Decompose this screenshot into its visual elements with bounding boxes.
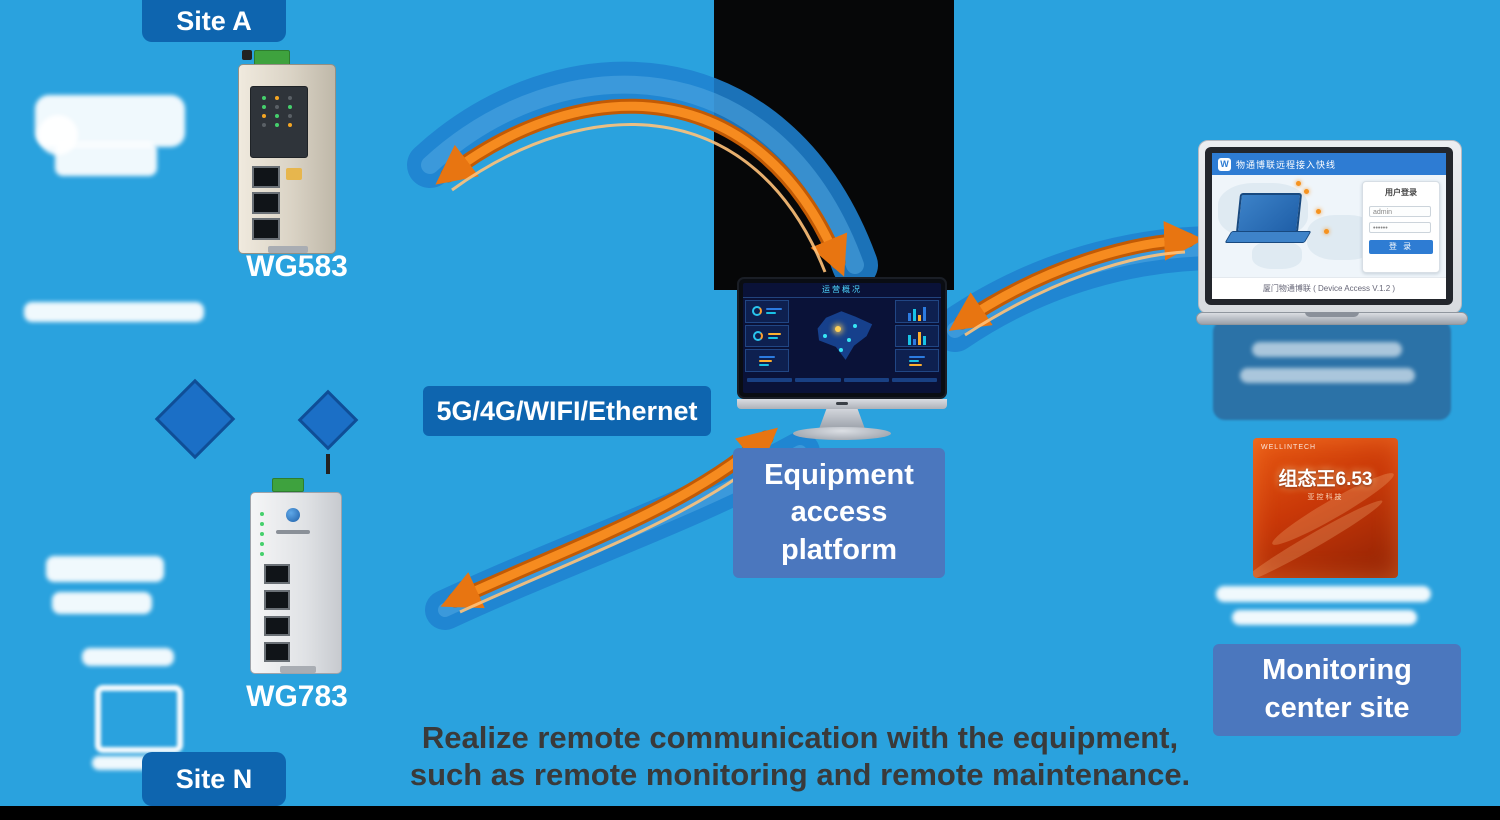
network-node-dot — [1316, 209, 1321, 214]
caption-line-1: Realize remote communication with the eq… — [421, 720, 1179, 755]
dark-screen-column — [714, 0, 954, 290]
ethernet-port — [264, 564, 290, 584]
antenna-connector — [242, 50, 252, 60]
kingview-title: 组态王6.53 — [1278, 469, 1373, 490]
laptop-screen: W 物通博联远程接入快线 用户登录 admin •••••• 登 录 — [1212, 153, 1446, 299]
wg783-gateway-device — [246, 454, 346, 682]
platform-label: Equipment access platform — [733, 448, 945, 578]
device-outline-icon — [95, 685, 183, 753]
status-led — [260, 512, 264, 516]
brand-logo-dot — [286, 508, 300, 522]
table-widget — [895, 349, 939, 373]
antenna — [326, 454, 330, 474]
kingview-brand: WELLINTECH — [1261, 444, 1317, 451]
dashboard-screen: 运营概况 — [743, 283, 941, 393]
bar-chart-widget — [895, 300, 939, 323]
blurred-caption-text — [1240, 368, 1415, 383]
dashboard-body — [743, 298, 941, 374]
dashboard-right-column — [895, 300, 939, 373]
status-led — [260, 542, 264, 546]
network-label: 5G/4G/WIFI/Ethernet — [423, 386, 711, 436]
username-field: admin — [1369, 206, 1431, 217]
laptop-notch — [1305, 312, 1359, 317]
network-node-dot — [1304, 189, 1309, 194]
monitor-stand — [819, 409, 865, 429]
led-grid — [251, 87, 307, 136]
status-led — [260, 532, 264, 536]
bar-chart-widget — [895, 324, 939, 348]
caption-line-2: such as remote monitoring and remote mai… — [409, 757, 1191, 792]
machine-cloud-graphic — [38, 115, 78, 155]
ethernet-port — [264, 590, 290, 610]
kingview-software-box: WELLINTECH 组态王6.53 亚控科技 — [1253, 438, 1398, 578]
brand-text-bar — [276, 530, 310, 534]
dashboard-title: 运营概况 — [822, 285, 862, 294]
china-map-widget — [791, 300, 893, 372]
ethernet-port — [264, 642, 290, 662]
gauge-widget — [745, 324, 789, 348]
site-a-label: Site A — [142, 0, 286, 42]
wg583-label: WG583 — [246, 250, 348, 283]
data-flow-arrow-right — [948, 221, 1204, 337]
monitoring-laptop: W 物通博联远程接入快线 用户登录 admin •••••• 登 录 — [1196, 140, 1468, 336]
bar-widget — [745, 349, 789, 373]
webapp-body: 用户登录 admin •••••• 登 录 — [1212, 175, 1446, 277]
blurred-device-text — [52, 592, 152, 614]
webapp-title: 物通博联远程接入快线 — [1236, 159, 1337, 170]
ethernet-port — [252, 218, 280, 240]
kingview-subtitle: 亚控科技 — [1307, 494, 1344, 501]
password-field: •••••• — [1369, 222, 1431, 233]
webapp-header: W 物通博联远程接入快线 — [1212, 153, 1446, 175]
ellipsis-diamonds — [154, 378, 359, 460]
blue-ribbon-right — [933, 226, 1240, 352]
china-map-shape — [817, 311, 873, 360]
laptop-illustration — [1235, 193, 1303, 233]
world-map-graphic — [1252, 241, 1302, 269]
led-panel — [250, 86, 308, 158]
webapp-logo: W — [1218, 157, 1231, 171]
monitor-logo — [836, 402, 848, 405]
gauge-widget — [745, 300, 789, 323]
blurred-caption-text — [1252, 342, 1402, 357]
map-hotspot — [835, 326, 841, 332]
blurred-device-text — [82, 648, 174, 666]
login-card: 用户登录 admin •••••• 登 录 — [1362, 181, 1440, 273]
monitoring-center-label: Monitoring center site — [1213, 644, 1461, 736]
login-title: 用户登录 — [1385, 188, 1417, 197]
ethernet-port — [252, 192, 280, 214]
warning-sticker — [286, 168, 302, 180]
network-node-dot — [1324, 229, 1329, 234]
wg783-label: WG783 — [246, 680, 348, 713]
terminal-block — [272, 478, 304, 492]
status-led — [260, 522, 264, 526]
blurred-device-text — [46, 556, 164, 582]
site-n-label: Site N — [142, 752, 286, 806]
ethernet-port — [264, 616, 290, 636]
login-button: 登 录 — [1369, 240, 1433, 254]
network-node-dot — [1296, 181, 1301, 186]
dashboard-left-column — [745, 300, 789, 373]
blurred-caption-text — [1216, 586, 1431, 602]
webapp-footer: 厦门物通博联 ( Device Access V.1.2 ) — [1212, 277, 1446, 299]
blurred-device-text — [92, 756, 154, 770]
bottom-black-bar — [0, 806, 1500, 820]
wg583-gateway-device — [236, 42, 340, 258]
status-led — [260, 552, 264, 556]
din-rail-foot — [268, 246, 308, 253]
blurred-caption-text — [1232, 610, 1417, 625]
dashboard-ticker — [743, 374, 941, 390]
blurred-protocol-text — [24, 302, 204, 322]
platform-monitor: 运营概况 — [737, 277, 947, 443]
monitor-base — [793, 427, 891, 440]
laptop-illustration-deck — [1224, 231, 1312, 243]
data-flow-arrow-bottom — [440, 427, 778, 614]
dashboard-header: 运营概况 — [743, 283, 941, 298]
ethernet-port — [252, 166, 280, 188]
din-rail-foot — [280, 666, 316, 673]
